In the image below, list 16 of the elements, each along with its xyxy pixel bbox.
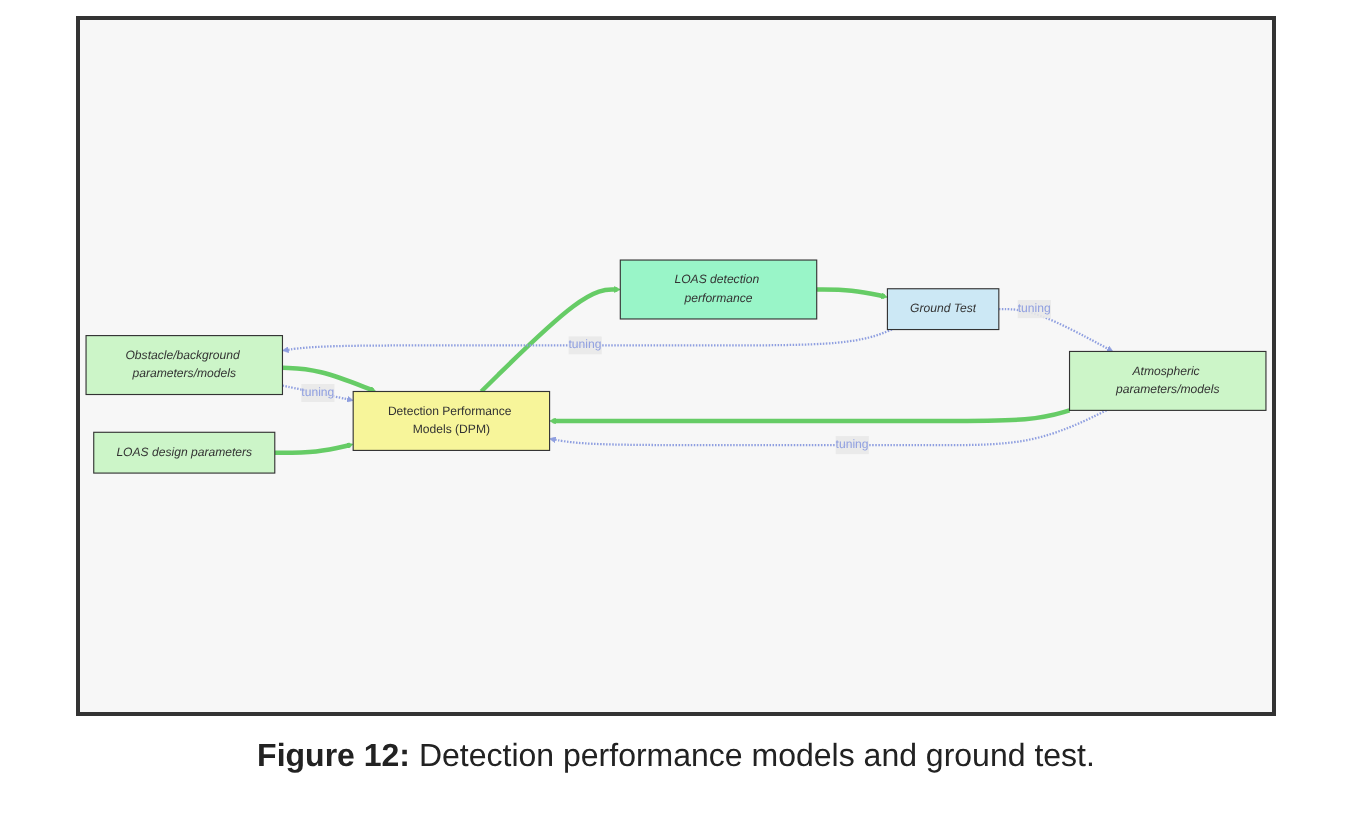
arrow xyxy=(274,441,354,455)
node-box xyxy=(886,287,1000,330)
node-box xyxy=(85,334,284,395)
arrow xyxy=(816,286,888,299)
arrow xyxy=(282,327,893,353)
node-box xyxy=(1068,350,1267,411)
figure-caption: Figure 12: Detection performance models and ground test. xyxy=(257,740,1095,776)
node-box xyxy=(93,431,276,474)
arrow xyxy=(549,408,1107,446)
arrow xyxy=(549,407,1071,424)
arrow xyxy=(998,307,1114,352)
arrow xyxy=(282,383,354,402)
arrow xyxy=(479,285,621,393)
node-box xyxy=(352,390,551,451)
arrow xyxy=(282,365,377,392)
node-box xyxy=(619,258,818,319)
